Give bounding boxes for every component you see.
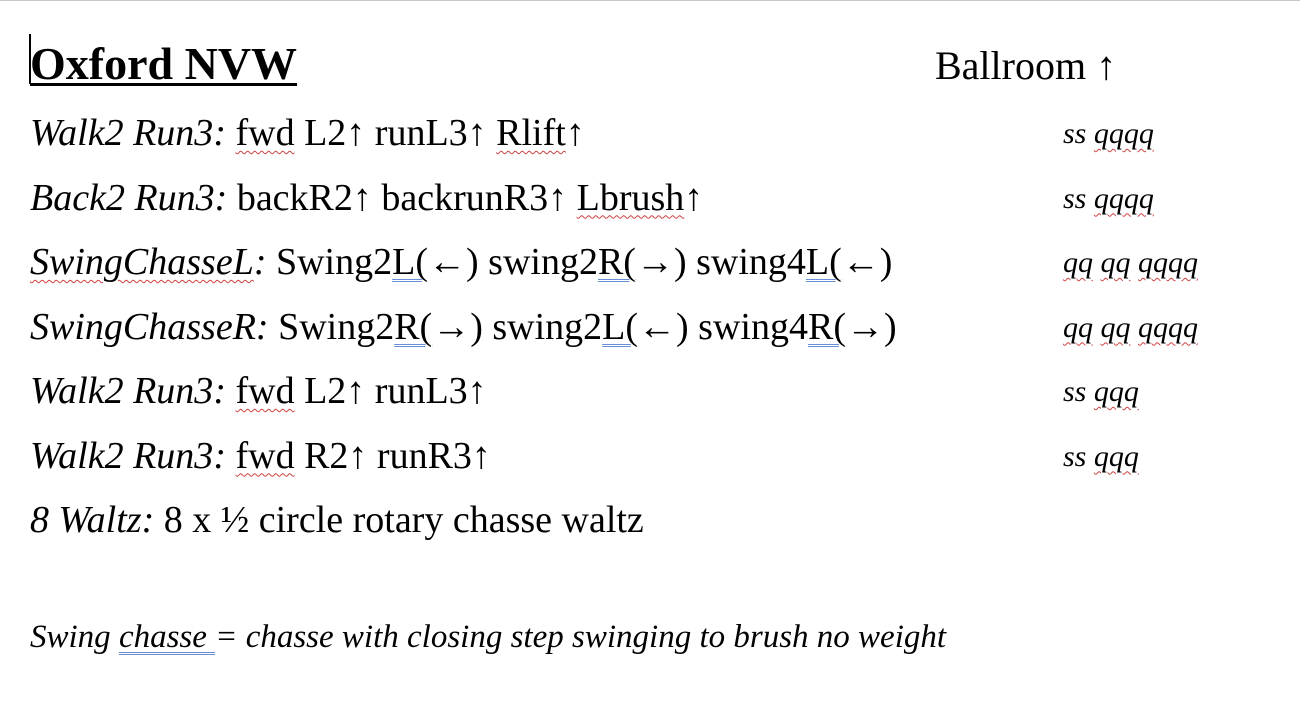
- text-run: →): [845, 305, 897, 348]
- text-run: ss: [1063, 181, 1094, 215]
- step-label-text: Back2 Run3: [30, 176, 215, 219]
- text-run: backR2↑ backrunR3↑: [236, 176, 577, 219]
- step-label-text: SwingChasseL: [30, 241, 254, 283]
- text-run: fwd: [235, 112, 295, 154]
- step-description: Walk2 Run3: fwd L2↑ runL3↑: [30, 366, 487, 416]
- step-row[interactable]: Walk2 Run3: fwd L2↑ runL3↑ ss qqq: [30, 366, 1270, 418]
- step-timing: qq qq qqqq: [1063, 243, 1198, 283]
- label-separator: :: [255, 305, 269, 348]
- step-row[interactable]: SwingChasseL: Swing2L(←) swing2R(→) swin…: [30, 237, 1270, 289]
- document-title[interactable]: Oxford NVW: [30, 38, 298, 89]
- text-run: ←) swing2: [428, 241, 598, 283]
- text-run: R2↑ runR3↑: [294, 434, 491, 477]
- text-run: qq: [1063, 246, 1093, 279]
- step-label-text: SwingChasseR: [30, 305, 256, 348]
- step-description: Back2 Run3: backR2↑ backrunR3↑ Lbrush↑: [30, 173, 703, 223]
- text-run: qqq: [1093, 375, 1139, 408]
- step-row[interactable]: 8 Waltz: 8 x ½ circle rotary chasse walt…: [30, 495, 1270, 547]
- text-run: fwd: [235, 370, 295, 412]
- text-run: qqq: [1093, 439, 1139, 473]
- label-separator: :: [253, 241, 267, 283]
- text-run: ↑: [684, 176, 704, 219]
- text-run: →) swing4: [635, 241, 806, 283]
- text-run: qq: [1100, 310, 1131, 344]
- step-timing: ss qqq: [1063, 437, 1139, 477]
- text-run: Swing2: [275, 241, 393, 283]
- step-row[interactable]: Back2 Run3: backR2↑ backrunR3↑ Lbrush↑ ss…: [30, 173, 1270, 225]
- text-run: L(: [392, 241, 428, 283]
- text-run: ←): [841, 241, 893, 283]
- text-run: [1093, 246, 1101, 279]
- label-separator: :: [141, 499, 155, 541]
- text-run: ←) swing4: [638, 305, 808, 348]
- label-separator: :: [213, 434, 226, 477]
- text-run: ss: [1063, 375, 1094, 408]
- step-row[interactable]: SwingChasseR: Swing2R(→) swing2L(←) swin…: [30, 302, 1270, 354]
- step-timing: ss qqq: [1063, 372, 1139, 412]
- label-separator: :: [214, 176, 228, 219]
- text-run: L(: [805, 241, 842, 283]
- step-row[interactable]: Walk2 Run3: fwd L2↑ runL3↑ Rlift↑ ss qqqq: [30, 108, 1270, 160]
- text-run: [1131, 311, 1139, 344]
- text-run: Swing2: [278, 305, 395, 348]
- label-separator: :: [213, 112, 226, 154]
- text-run: qqqq: [1138, 310, 1198, 344]
- text-run: qqqq: [1093, 181, 1154, 215]
- step-description: 8 Waltz: 8 x ½ circle rotary chasse walt…: [30, 495, 644, 545]
- label-separator: :: [213, 370, 226, 412]
- step-description: SwingChasseR: Swing2R(→) swing2L(←) swin…: [30, 302, 897, 352]
- text-run: [1093, 311, 1101, 344]
- text-run: qq: [1063, 310, 1093, 344]
- step-label-text: Walk2 Run3: [30, 112, 214, 154]
- text-cursor: [29, 34, 31, 84]
- text-run: R(: [394, 305, 433, 348]
- step-timing: ss qqqq: [1063, 114, 1154, 154]
- text-run: Rlift: [496, 112, 566, 154]
- text-run: 8 x ½ circle rotary chasse waltz: [163, 499, 644, 541]
- text-run: Lbrush: [576, 176, 685, 219]
- step-label: SwingChasseR:: [30, 306, 269, 348]
- step-label: Walk2 Run3:: [30, 435, 226, 477]
- dance-category[interactable]: Ballroom ↑: [935, 43, 1117, 88]
- text-run: L(: [602, 305, 639, 348]
- text-run: qq: [1100, 246, 1131, 279]
- step-label: 8 Waltz:: [30, 499, 154, 541]
- step-description: Walk2 Run3: fwd R2↑ runR3↑: [30, 431, 491, 481]
- text-run: ss: [1063, 439, 1094, 473]
- text-run: ss: [1063, 117, 1094, 150]
- text-run: L2↑ runL3↑: [294, 370, 487, 412]
- swing-chasse-note[interactable]: Swing chasse = chasse with closing step …: [30, 615, 946, 659]
- text-run: L2↑ runL3↑: [294, 112, 497, 154]
- text-run: ↑: [565, 112, 585, 154]
- text-run: [1131, 246, 1139, 279]
- text-run: chasse: [118, 619, 216, 655]
- step-row[interactable]: Walk2 Run3: fwd R2↑ runR3↑ ss qqq: [30, 431, 1270, 483]
- step-timing: qq qq qqqq: [1063, 308, 1198, 348]
- text-run: qqqq: [1138, 246, 1198, 279]
- text-run: R(: [597, 241, 636, 283]
- step-description: SwingChasseL: Swing2L(←) swing2R(→) swin…: [30, 237, 892, 287]
- text-run: = chasse with closing step swinging to b…: [215, 619, 947, 655]
- text-run: R(: [807, 305, 846, 348]
- step-label-text: Walk2 Run3: [30, 434, 214, 477]
- step-label: Back2 Run3:: [30, 177, 227, 219]
- step-label-text: 8 Waltz: [30, 499, 142, 541]
- step-label: Walk2 Run3:: [30, 370, 226, 412]
- text-run: Swing: [30, 619, 119, 655]
- step-label: Walk2 Run3:: [30, 112, 226, 154]
- text-run: fwd: [235, 434, 295, 477]
- step-label-text: Walk2 Run3: [30, 370, 214, 412]
- text-run: qqqq: [1093, 117, 1154, 150]
- step-label: SwingChasseL:: [30, 241, 266, 283]
- text-run: →) swing2: [432, 305, 603, 348]
- step-description: Walk2 Run3: fwd L2↑ runL3↑ Rlift↑: [30, 108, 585, 158]
- step-timing: ss qqqq: [1063, 179, 1154, 219]
- page-top-rule: [0, 0, 1300, 1]
